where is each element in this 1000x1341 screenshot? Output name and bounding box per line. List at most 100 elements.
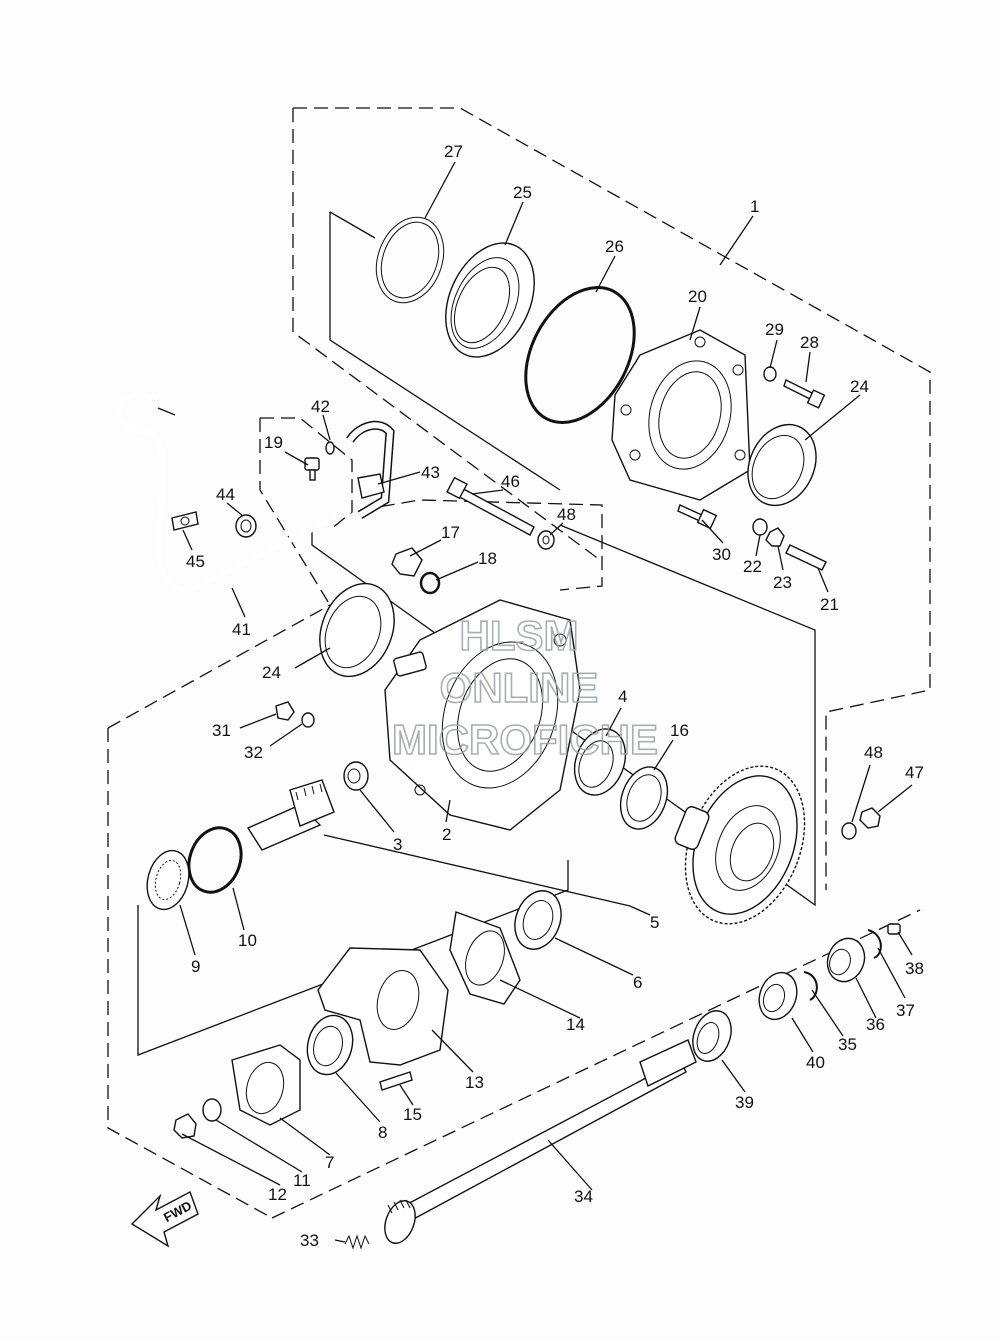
breather-hose-41 — [116, 392, 352, 594]
callout-3: 3 — [393, 835, 402, 854]
callout-16: 16 — [670, 721, 689, 740]
bearing-4 — [573, 728, 627, 796]
watermark-line-1: HLSM — [460, 612, 579, 659]
callout-12: 12 — [268, 1185, 287, 1204]
drive-shaft-34 — [384, 1039, 697, 1244]
callout-9: 9 — [191, 957, 200, 976]
callout-19: 19 — [264, 433, 283, 452]
callout-33: 33 — [300, 1231, 319, 1250]
callout-4: 4 — [618, 687, 627, 706]
circlip-35 — [803, 971, 818, 1001]
bearing-36 — [826, 937, 866, 983]
bolt-31 — [275, 701, 295, 721]
o-ring-18 — [419, 571, 441, 595]
callout-13: 13 — [465, 1073, 484, 1092]
bolt-30 — [677, 504, 718, 530]
o-ring-10 — [187, 826, 243, 894]
bolt-28 — [783, 379, 826, 409]
washer-48-upper — [537, 530, 555, 550]
callout-48-lower: 48 — [864, 743, 883, 762]
leader-lines — [179, 161, 913, 1243]
callout-29: 29 — [765, 320, 784, 339]
washer-32 — [301, 712, 315, 728]
group-outline-main — [107, 417, 921, 1219]
bushing-3 — [343, 761, 369, 791]
callout-32: 32 — [244, 743, 263, 762]
callout-42: 42 — [311, 397, 330, 416]
callout-5: 5 — [650, 913, 659, 932]
hose-42 — [325, 420, 395, 519]
flange-7 — [231, 1044, 301, 1126]
callout-2: 2 — [442, 825, 451, 844]
group-outline-upper — [292, 107, 931, 890]
callout-8: 8 — [378, 1123, 387, 1142]
oil-seal-25 — [445, 242, 535, 358]
callout-24-upper: 24 — [850, 377, 869, 396]
callout-18: 18 — [478, 549, 497, 568]
drain-plug-17 — [391, 547, 423, 577]
callout-40: 40 — [806, 1053, 825, 1072]
callout-39: 39 — [735, 1093, 754, 1112]
coupling-9 — [146, 849, 190, 911]
callout-41: 41 — [232, 620, 251, 639]
housing-13 — [317, 947, 449, 1066]
clamp-45 — [171, 511, 199, 531]
callout-14: 14 — [566, 1015, 585, 1034]
callout-1: 1 — [750, 197, 759, 216]
callout-numbers: 1 2 3 4 5 6 7 8 9 10 11 12 13 14 15 16 1… — [186, 142, 924, 1250]
o-ring-26 — [524, 286, 636, 424]
callout-44: 44 — [216, 485, 235, 504]
shim-16 — [619, 766, 669, 830]
callout-48-upper: 48 — [557, 505, 576, 524]
o-ring-27 — [375, 216, 445, 304]
callout-47: 47 — [905, 763, 924, 782]
stud-bolt-21 — [785, 544, 827, 571]
callout-25: 25 — [513, 183, 532, 202]
gear-case-2 — [384, 599, 581, 831]
callout-43: 43 — [421, 463, 440, 482]
washer-29 — [763, 366, 777, 382]
oil-seal-8 — [306, 1014, 354, 1076]
callout-36: 36 — [866, 1015, 885, 1034]
oil-seal-24-upper — [747, 423, 817, 507]
clip-43 — [357, 473, 385, 499]
callout-21: 21 — [820, 595, 839, 614]
callout-11: 11 — [293, 1171, 311, 1190]
nut-47 — [859, 807, 881, 829]
fitting-19 — [304, 457, 320, 481]
callout-34: 34 — [574, 1187, 593, 1206]
gasket-14 — [449, 911, 521, 1005]
callout-30: 30 — [712, 545, 731, 564]
spring-33 — [344, 1234, 370, 1250]
callout-10: 10 — [238, 931, 257, 950]
nut-12 — [173, 1113, 197, 1139]
plug-38 — [887, 923, 901, 935]
washer-48-lower — [841, 822, 857, 840]
callout-27: 27 — [444, 142, 463, 161]
callout-46: 46 — [501, 472, 520, 491]
watermark-line-3: MICROFICHE — [392, 716, 658, 763]
callout-45: 45 — [186, 552, 205, 571]
bearing-6 — [514, 890, 562, 950]
nut-23 — [765, 527, 785, 547]
callout-6: 6 — [633, 973, 642, 992]
oil-seal-24-lower — [319, 582, 395, 678]
callout-23: 23 — [773, 573, 792, 592]
callout-26: 26 — [605, 237, 624, 256]
washer-22 — [752, 518, 768, 536]
callout-38: 38 — [905, 959, 924, 978]
circlip-37 — [867, 929, 882, 959]
bolt-46 — [446, 476, 535, 536]
bolt-15 — [379, 1071, 413, 1091]
callout-24-lower: 24 — [262, 663, 281, 682]
callout-28: 28 — [800, 333, 819, 352]
watermark-line-2: ONLINE — [440, 664, 599, 711]
callout-15: 15 — [403, 1105, 422, 1124]
forward-arrow: FWD — [130, 1191, 199, 1248]
coupling-39 — [692, 1010, 732, 1062]
callout-17: 17 — [441, 523, 460, 542]
clamp-44 — [235, 514, 257, 538]
callout-22: 22 — [743, 557, 762, 576]
